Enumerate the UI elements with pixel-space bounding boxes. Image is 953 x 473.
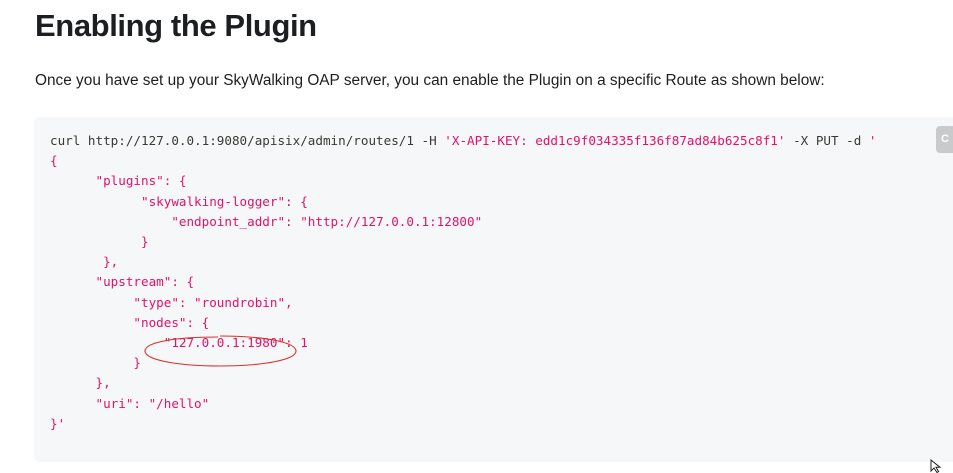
code-line: "nodes": { bbox=[50, 313, 876, 333]
code-line: } bbox=[50, 353, 876, 373]
code-string-token: "127.0.0.1:1980": 1 bbox=[50, 335, 308, 351]
code-line: { bbox=[50, 151, 876, 171]
code-content: curl http://127.0.0.1:9080/apisix/admin/… bbox=[50, 131, 876, 434]
code-line: "plugins": { bbox=[50, 171, 876, 191]
code-block: curl http://127.0.0.1:9080/apisix/admin/… bbox=[34, 117, 953, 462]
code-string-token: "uri": "/hello" bbox=[50, 395, 210, 411]
code-plain-token: curl http://127.0.0.1:9080/apisix/admin/… bbox=[50, 133, 445, 148]
code-line: "skywalking-logger": { bbox=[50, 192, 876, 212]
code-string-token: "upstream": { bbox=[50, 274, 195, 290]
intro-paragraph: Once you have set up your SkyWalking OAP… bbox=[35, 72, 825, 89]
code-line: "uri": "/hello" bbox=[50, 394, 876, 414]
code-line: curl http://127.0.0.1:9080/apisix/admin/… bbox=[50, 131, 876, 151]
copy-button[interactable]: C bbox=[936, 126, 953, 153]
code-string-token: "type": "roundrobin", bbox=[50, 294, 293, 310]
code-string-token: "endpoint_addr": "http://127.0.0.1:12800… bbox=[50, 213, 483, 229]
code-string-token: "nodes": { bbox=[50, 314, 210, 330]
code-line: }, bbox=[50, 252, 876, 272]
code-string-token: "skywalking-logger": { bbox=[50, 193, 308, 209]
code-string-token: ' bbox=[868, 133, 877, 148]
code-line: "endpoint_addr": "http://127.0.0.1:12800… bbox=[50, 212, 876, 232]
code-string-token: }, bbox=[50, 254, 119, 270]
code-string-token: { bbox=[50, 153, 58, 169]
code-string-token: } bbox=[50, 355, 141, 371]
code-line: }' bbox=[50, 414, 876, 434]
code-line: "127.0.0.1:1980": 1 bbox=[50, 333, 876, 353]
code-string-token: }' bbox=[50, 415, 66, 431]
code-string-token: 'X-API-KEY: edd1c9f034335f136f87ad84b625… bbox=[444, 133, 786, 148]
code-line: }, bbox=[50, 373, 876, 393]
code-string-token: }, bbox=[50, 375, 111, 391]
section-heading: Enabling the Plugin bbox=[35, 8, 317, 43]
code-plain-token: -X PUT -d bbox=[785, 133, 869, 148]
code-string-token: } bbox=[50, 234, 149, 250]
code-line: } bbox=[50, 232, 876, 252]
code-string-token: "plugins": { bbox=[50, 173, 187, 189]
highlight-ellipse-annotation bbox=[144, 335, 297, 367]
code-line: "upstream": { bbox=[50, 272, 876, 292]
mouse-pointer-icon bbox=[930, 459, 942, 473]
code-line: "type": "roundrobin", bbox=[50, 293, 876, 313]
